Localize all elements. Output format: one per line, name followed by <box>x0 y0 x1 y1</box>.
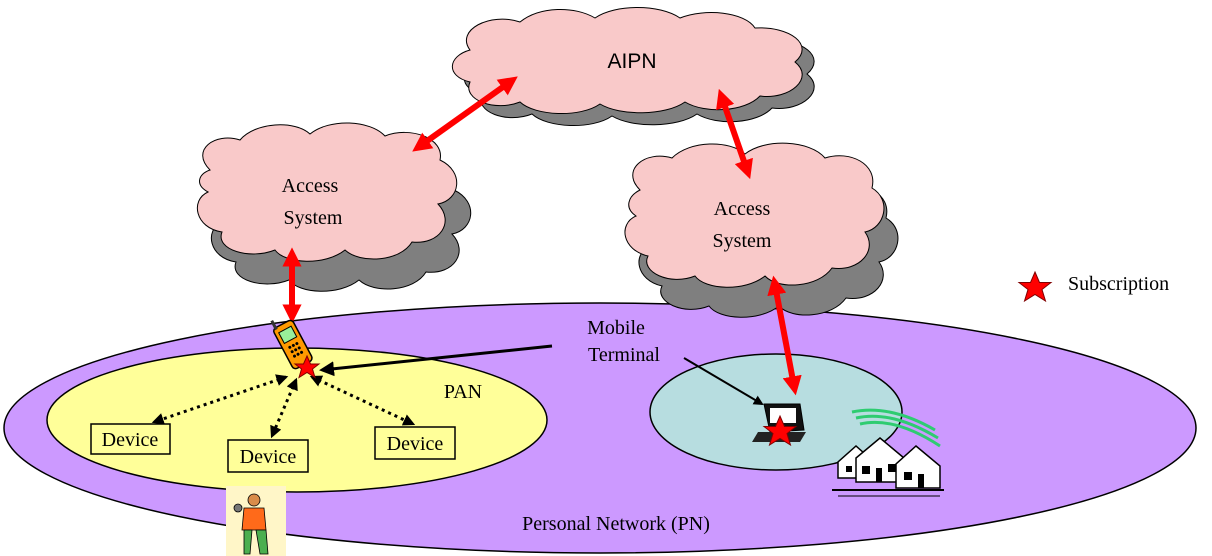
laptop-subscription-star-icon <box>762 414 798 447</box>
access-system-cloud-right: Access System <box>624 142 899 318</box>
arrow-aipn-to-access-right <box>716 88 753 180</box>
person-icon <box>226 486 286 556</box>
dotted-arrow-device-2 <box>270 377 298 439</box>
arrow-mobile-terminal-to-phone <box>319 344 553 377</box>
arrow-access-right-to-home <box>767 275 802 396</box>
dotted-arrow-device-3 <box>309 375 416 426</box>
mobile-terminal-line1: Mobile <box>587 317 645 339</box>
arrow-mobile-terminal-to-laptop <box>683 357 764 406</box>
access-left-line2: System <box>284 207 343 229</box>
dotted-arrow-device-1 <box>151 374 289 425</box>
access-right-line2: System <box>713 230 772 252</box>
pan-label: PAN <box>444 381 482 403</box>
device-label-1: Device <box>102 429 159 451</box>
personal-network-label: Personal Network (PN) <box>522 513 710 535</box>
legend-star-icon <box>1017 270 1053 303</box>
legend-subscription-label: Subscription <box>1068 273 1169 295</box>
houses-icon <box>832 408 944 497</box>
device-box-2: Device <box>227 439 309 473</box>
device-label-3: Device <box>387 433 444 455</box>
phone-subscription-star-icon <box>293 354 321 379</box>
mobile-terminal-line2: Terminal <box>588 344 660 366</box>
aipn-label: AIPN <box>607 50 656 73</box>
device-box-1: Device <box>90 423 171 455</box>
legend: Subscription <box>1017 270 1169 303</box>
laptop-icon <box>752 403 806 447</box>
device-box-3: Device <box>374 426 456 460</box>
arrow-access-left-to-aipn <box>412 76 518 152</box>
mobile-phone-icon <box>270 319 321 379</box>
device-label-2: Device <box>240 446 297 468</box>
aipn-cloud: AIPN <box>451 7 815 126</box>
access-right-line1: Access <box>714 198 771 220</box>
access-system-cloud-left: Access System <box>197 122 472 292</box>
access-left-line1: Access <box>282 175 339 197</box>
